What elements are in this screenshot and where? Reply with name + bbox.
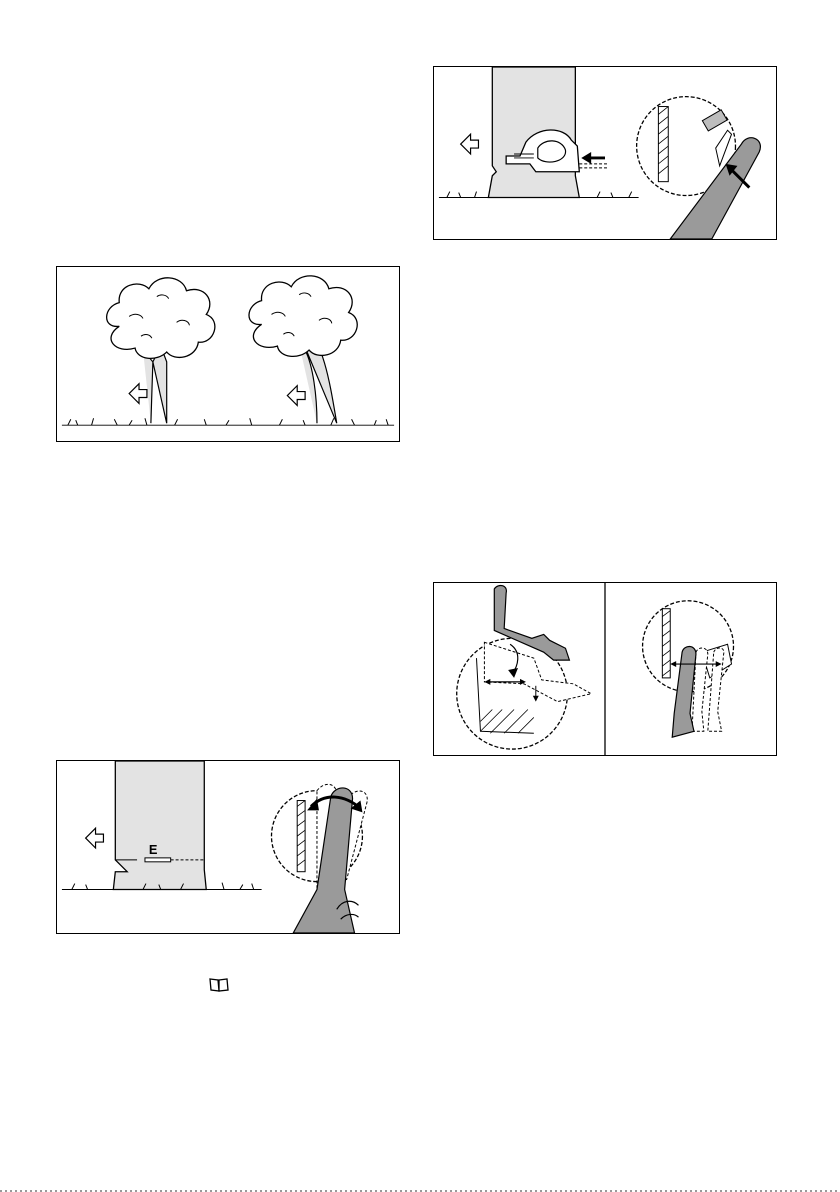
figure-notch-cut: E: [56, 760, 400, 934]
felling-wedge-illustration: [434, 67, 776, 239]
notch-cut-illustration: E: [57, 761, 399, 933]
book-icon: [208, 977, 230, 993]
leaning-tree-icon: [249, 276, 357, 423]
fall-direction-arrow-icon: [287, 386, 305, 406]
fall-direction-arrow-icon: [86, 828, 104, 848]
plunge-cut-illustration: [434, 583, 776, 755]
straight-tree-icon: [107, 278, 215, 423]
fall-direction-arrow-icon: [129, 384, 147, 404]
figure-plunge-cut: [433, 582, 777, 756]
tree-lean-illustration: [57, 267, 399, 441]
hinge-label: E: [149, 842, 158, 857]
figure-felling-wedge: [433, 66, 777, 240]
figure-tree-lean: [56, 266, 400, 442]
fall-direction-arrow-icon: [461, 134, 479, 154]
